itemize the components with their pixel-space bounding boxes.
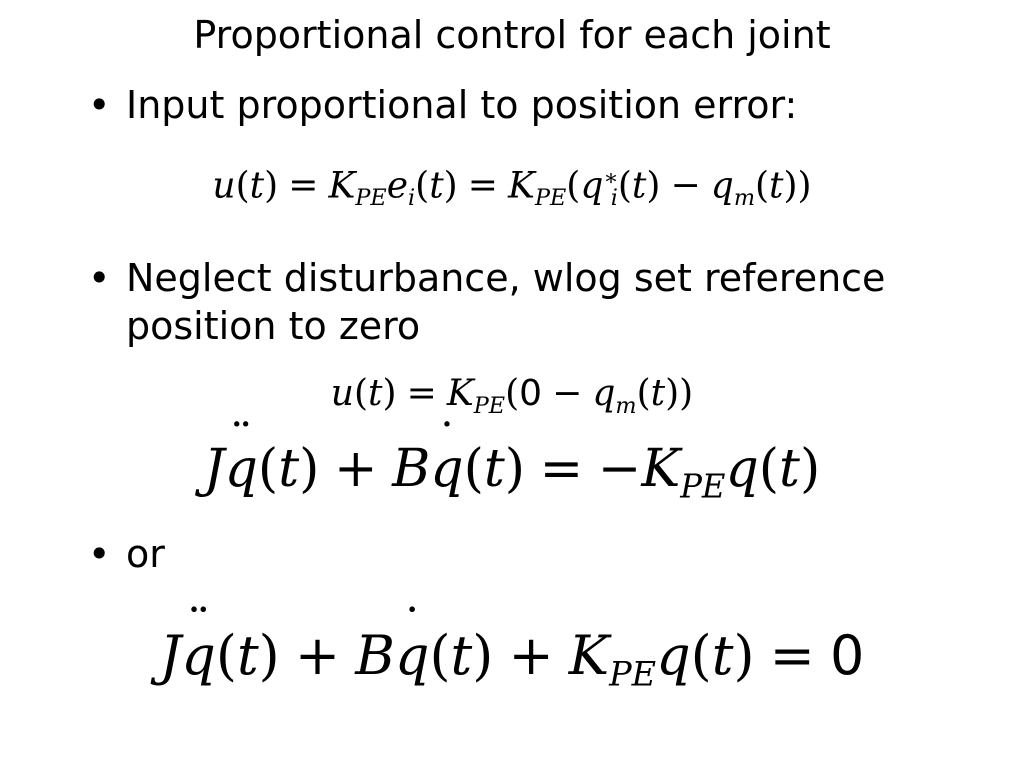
bullet-item-position-error: • Input proportional to position error:	[88, 81, 928, 129]
bullet-dot: •	[88, 532, 111, 576]
slide-title: Proportional control for each joint	[193, 13, 831, 57]
equation-zero-reference: u(t)=KPE(0−qm(t))	[330, 373, 694, 419]
equation-closed-loop-homogeneous: Jq(t)+Bq(t)+KPEq(t)=0	[0, 590, 1024, 713]
equation-closed-loop: Jq(t)+Bq(t)=−KPEq(t)	[0, 405, 1024, 523]
equation-control-law: u(t)=KPEei(t)=KPE(q∗i(t)−qm(t))	[212, 165, 812, 212]
bullet-text: Neglect disturbance, wlog set reference …	[126, 256, 886, 348]
bullet-item-neglect-disturbance: • Neglect disturbance, wlog set referenc…	[88, 254, 948, 350]
bullet-item-or: • or	[88, 530, 388, 578]
bullet-dot: •	[88, 83, 111, 127]
bullet-dot: •	[88, 256, 111, 300]
bullet-text: Input proportional to position error:	[126, 83, 798, 127]
bullet-text: or	[126, 532, 165, 576]
